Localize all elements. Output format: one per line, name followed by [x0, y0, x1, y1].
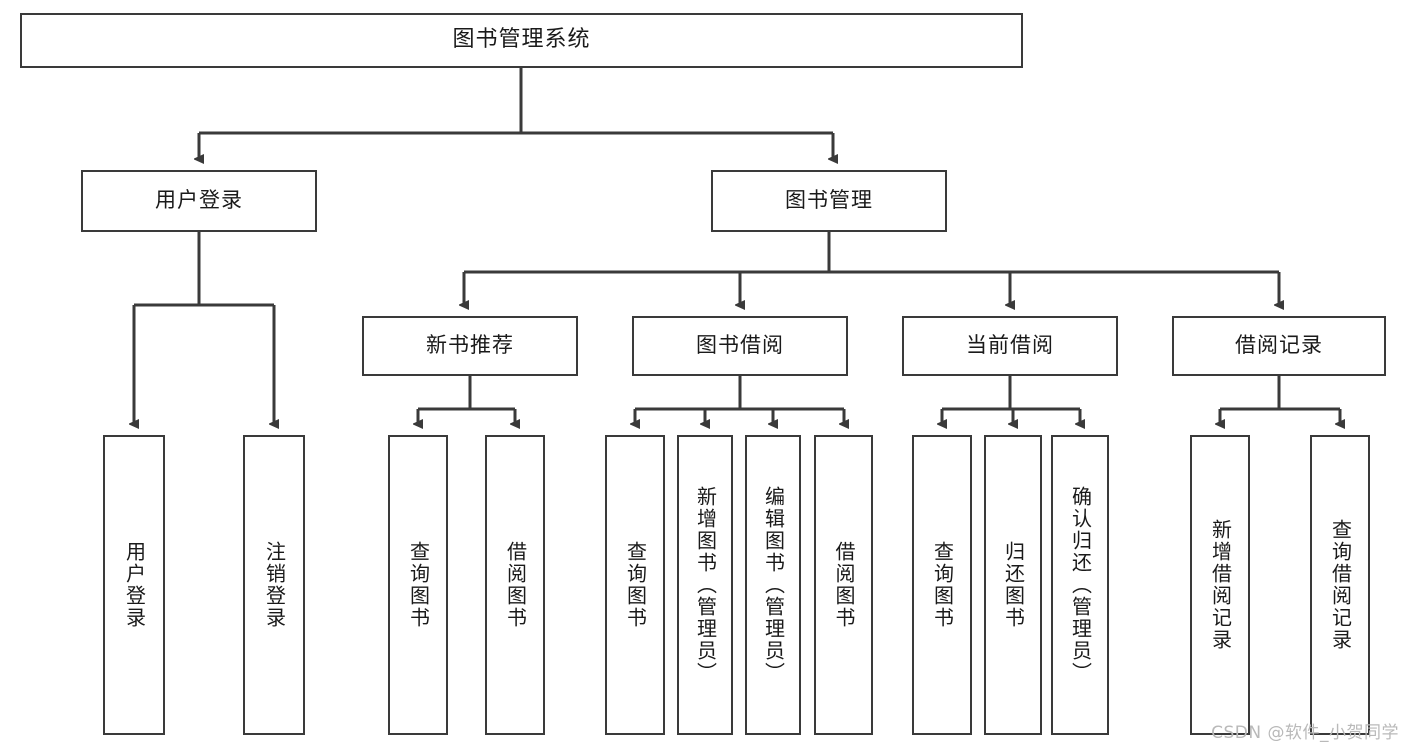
node-user-login[interactable]: 用户登录 [81, 170, 317, 232]
node-book-borrow-label: 图书借阅 [696, 333, 784, 358]
node-current-borrow-label: 当前借阅 [966, 333, 1054, 358]
leaf-confirm-return-admin[interactable]: 确认归还（管理员） [1051, 435, 1109, 735]
leaf-return-book[interactable]: 归还图书 [984, 435, 1042, 735]
leaf-query-book-borrow[interactable]: 查询图书 [605, 435, 665, 735]
leaf-edit-book-admin[interactable]: 编辑图书（管理员） [745, 435, 801, 735]
node-book-borrow[interactable]: 图书借阅 [632, 316, 848, 376]
leaf-user-logout[interactable]: 注销登录 [243, 435, 305, 735]
node-root[interactable]: 图书管理系统 [20, 13, 1023, 68]
leaf-label: 查询借阅记录 [1328, 519, 1353, 651]
node-borrow-record-label: 借阅记录 [1235, 333, 1323, 358]
leaf-add-borrow-record[interactable]: 新增借阅记录 [1190, 435, 1250, 735]
leaf-query-book-current[interactable]: 查询图书 [912, 435, 972, 735]
leaf-label: 确认归还（管理员） [1068, 486, 1093, 684]
node-current-borrow[interactable]: 当前借阅 [902, 316, 1118, 376]
node-new-book-recommend[interactable]: 新书推荐 [362, 316, 578, 376]
node-user-login-label: 用户登录 [155, 188, 243, 213]
leaf-query-book-recommend[interactable]: 查询图书 [388, 435, 448, 735]
node-borrow-record[interactable]: 借阅记录 [1172, 316, 1386, 376]
leaf-label: 编辑图书（管理员） [761, 486, 786, 684]
leaf-label: 借阅图书 [832, 541, 856, 629]
leaf-label: 新增图书（管理员） [693, 486, 718, 684]
watermark: CSDN @软件_小贺同学 [1211, 723, 1399, 743]
leaf-user-login[interactable]: 用户登录 [103, 435, 165, 735]
leaf-label: 查询图书 [623, 541, 648, 629]
leaf-label: 查询图书 [930, 541, 955, 629]
node-book-management[interactable]: 图书管理 [711, 170, 947, 232]
leaf-query-borrow-record[interactable]: 查询借阅记录 [1310, 435, 1370, 735]
leaf-label: 注销登录 [262, 541, 287, 629]
leaf-label: 查询图书 [406, 541, 431, 629]
leaf-label: 归还图书 [1001, 541, 1026, 629]
leaf-add-book-admin[interactable]: 新增图书（管理员） [677, 435, 733, 735]
leaf-label: 借阅图书 [503, 541, 528, 629]
leaf-borrow-book-recommend[interactable]: 借阅图书 [485, 435, 545, 735]
node-new-book-recommend-label: 新书推荐 [426, 333, 514, 358]
leaf-borrow-book[interactable]: 借阅图书 [814, 435, 873, 735]
node-root-label: 图书管理系统 [452, 27, 591, 53]
leaf-label: 用户登录 [122, 541, 147, 629]
node-book-management-label: 图书管理 [785, 188, 873, 213]
leaf-label: 新增借阅记录 [1208, 519, 1233, 651]
